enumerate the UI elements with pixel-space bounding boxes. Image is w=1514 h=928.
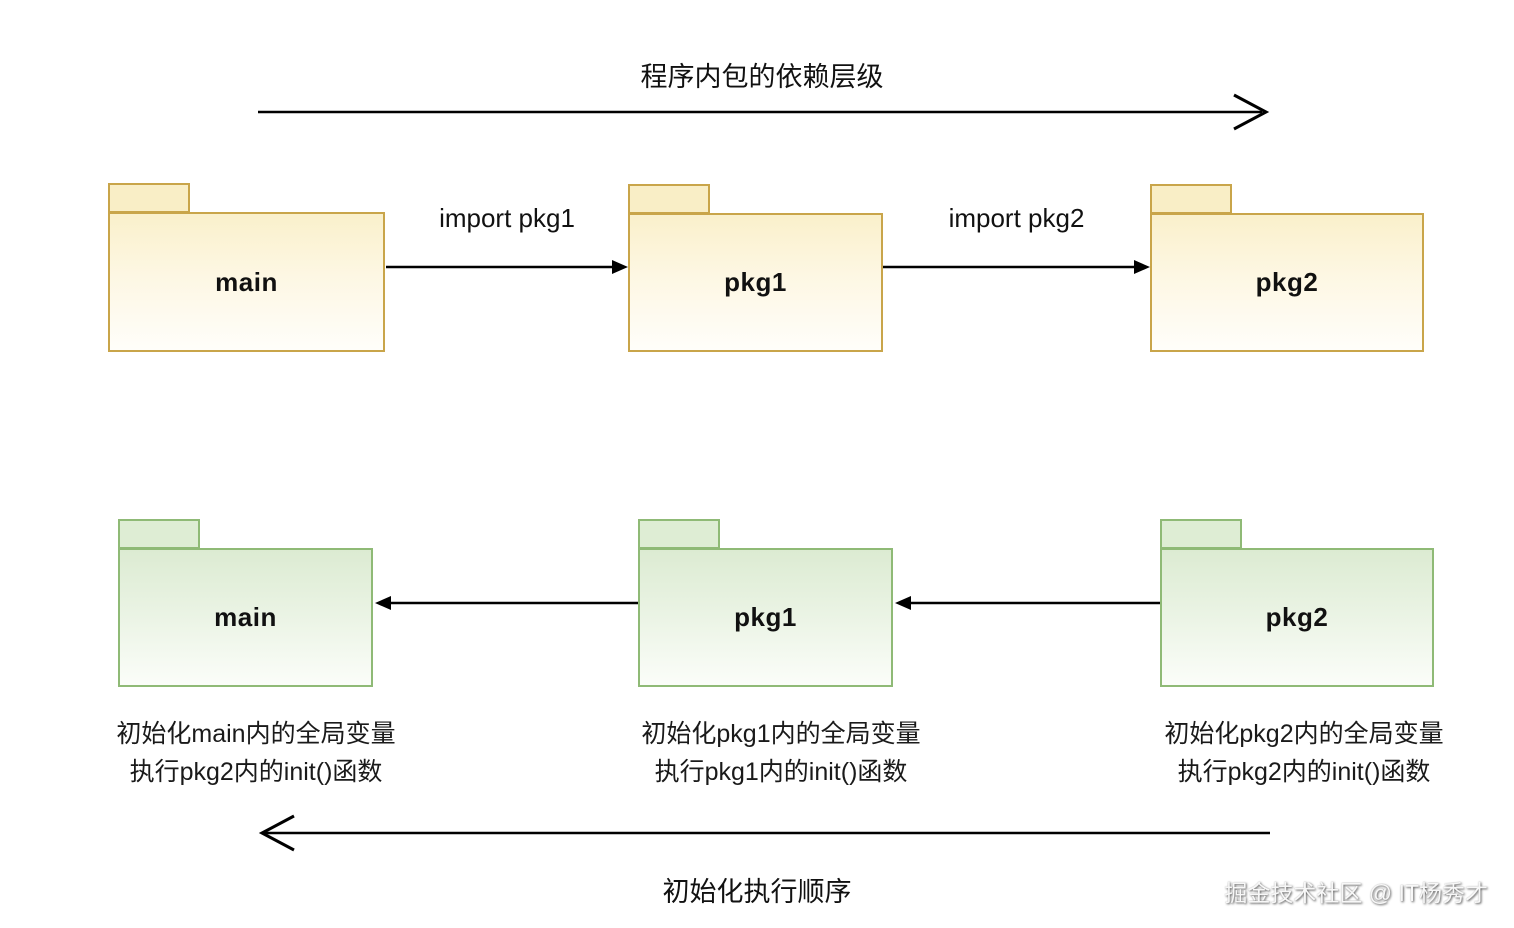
init-note-line: 执行pkg2内的init()函数 (1177, 758, 1431, 786)
folder-tab-icon (628, 184, 710, 214)
package-pkg1-dependency: pkg1 (628, 184, 883, 352)
folder-tab-icon (118, 519, 200, 549)
folder-body: pkg1 (638, 548, 893, 687)
init-arrow-pkg2-to-pkg1-icon (895, 596, 1160, 610)
init-note-pkg2: 初始化pkg2内的全局变量 执行pkg2内的init()函数 (1104, 715, 1504, 791)
import-pkg1-label: import pkg1 (439, 203, 575, 233)
package-label: pkg1 (724, 267, 787, 297)
folder-body: pkg2 (1160, 548, 1434, 687)
folder-body: pkg1 (628, 213, 883, 352)
package-pkg2-dependency: pkg2 (1150, 184, 1424, 352)
init-note-main: 初始化main内的全局变量 执行pkg2内的init()函数 (56, 715, 456, 791)
package-pkg2-init: pkg2 (1160, 519, 1434, 687)
init-order-title: 初始化执行顺序 (662, 877, 852, 907)
watermark-text: 掘金技术社区 @ IT杨秀才 (1224, 880, 1488, 906)
folder-body: pkg2 (1150, 213, 1424, 352)
init-note-line: 初始化main内的全局变量 (116, 720, 396, 748)
import-pkg2-label: import pkg2 (948, 203, 1085, 233)
init-arrow-pkg1-to-main-icon (375, 596, 638, 610)
package-pkg1-init: pkg1 (638, 519, 893, 687)
folder-tab-icon (1160, 519, 1242, 549)
folder-body: main (118, 548, 373, 687)
package-label: pkg2 (1265, 602, 1329, 632)
folder-tab-icon (1150, 184, 1232, 214)
import-pkg1-arrow-icon (386, 260, 628, 274)
package-main-dependency: main (108, 183, 385, 352)
package-label: pkg2 (1255, 267, 1319, 297)
package-label: pkg1 (734, 602, 797, 632)
package-main-init: main (118, 519, 373, 687)
init-note-line: 执行pkg2内的init()函数 (129, 758, 383, 786)
package-label: main (215, 266, 278, 297)
init-note-line: 初始化pkg2内的全局变量 (1164, 720, 1444, 748)
dependency-hierarchy-title: 程序内包的依赖层级 (640, 62, 884, 92)
folder-body: main (108, 212, 385, 352)
package-label: main (214, 602, 277, 632)
folder-tab-icon (108, 183, 190, 213)
folder-tab-icon (638, 519, 720, 549)
dependency-direction-arrow-icon (258, 93, 1270, 131)
init-order-direction-arrow-icon (258, 814, 1270, 852)
init-note-line: 执行pkg1内的init()函数 (654, 758, 908, 786)
init-note-pkg1: 初始化pkg1内的全局变量 执行pkg1内的init()函数 (581, 715, 981, 791)
init-note-line: 初始化pkg1内的全局变量 (641, 720, 921, 748)
import-pkg2-arrow-icon (883, 260, 1150, 274)
